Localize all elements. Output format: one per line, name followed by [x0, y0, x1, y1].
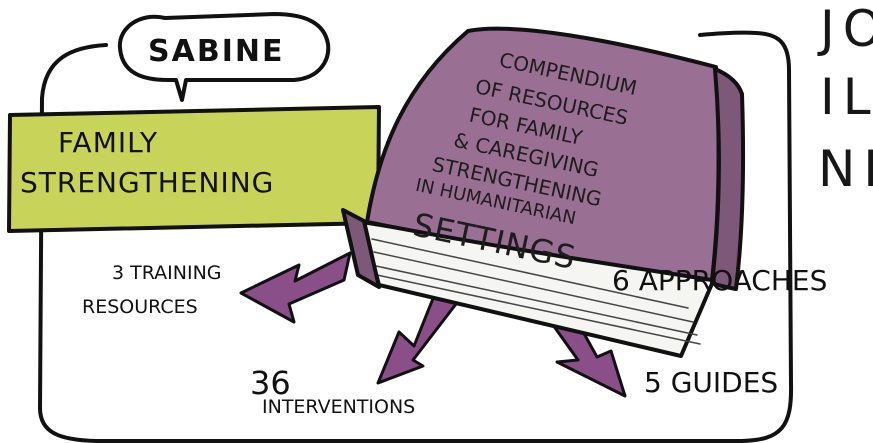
topic-line-1: FAMILY [58, 126, 159, 159]
interventions-label: INTERVENTIONS [262, 396, 416, 418]
frame-line [38, 30, 794, 443]
arrow-interventions [376, 284, 458, 385]
cutoff-text-line-2: IL [820, 68, 873, 126]
cutoff-text-line-1: JO [820, 0, 873, 58]
book-cover-shade [710, 67, 746, 291]
arrow-training [239, 251, 352, 324]
speaker-bubble [117, 12, 331, 102]
book-spine [341, 208, 381, 289]
guides-label: 5 GUIDES [644, 366, 779, 399]
topic-line-2: STRENGTHENING [20, 166, 275, 199]
training-label-line-2: RESOURCES [82, 296, 198, 318]
book-cover [365, 26, 721, 282]
approaches-label: 6 APPROACHES [612, 264, 828, 297]
training-label-line-1: 3 TRAINING [112, 262, 222, 284]
book-page-lines [371, 238, 701, 345]
cutoff-text-line-3: NIT [818, 140, 873, 198]
speaker-name: SABINE [148, 34, 285, 69]
interventions-count: 36 [250, 364, 291, 402]
